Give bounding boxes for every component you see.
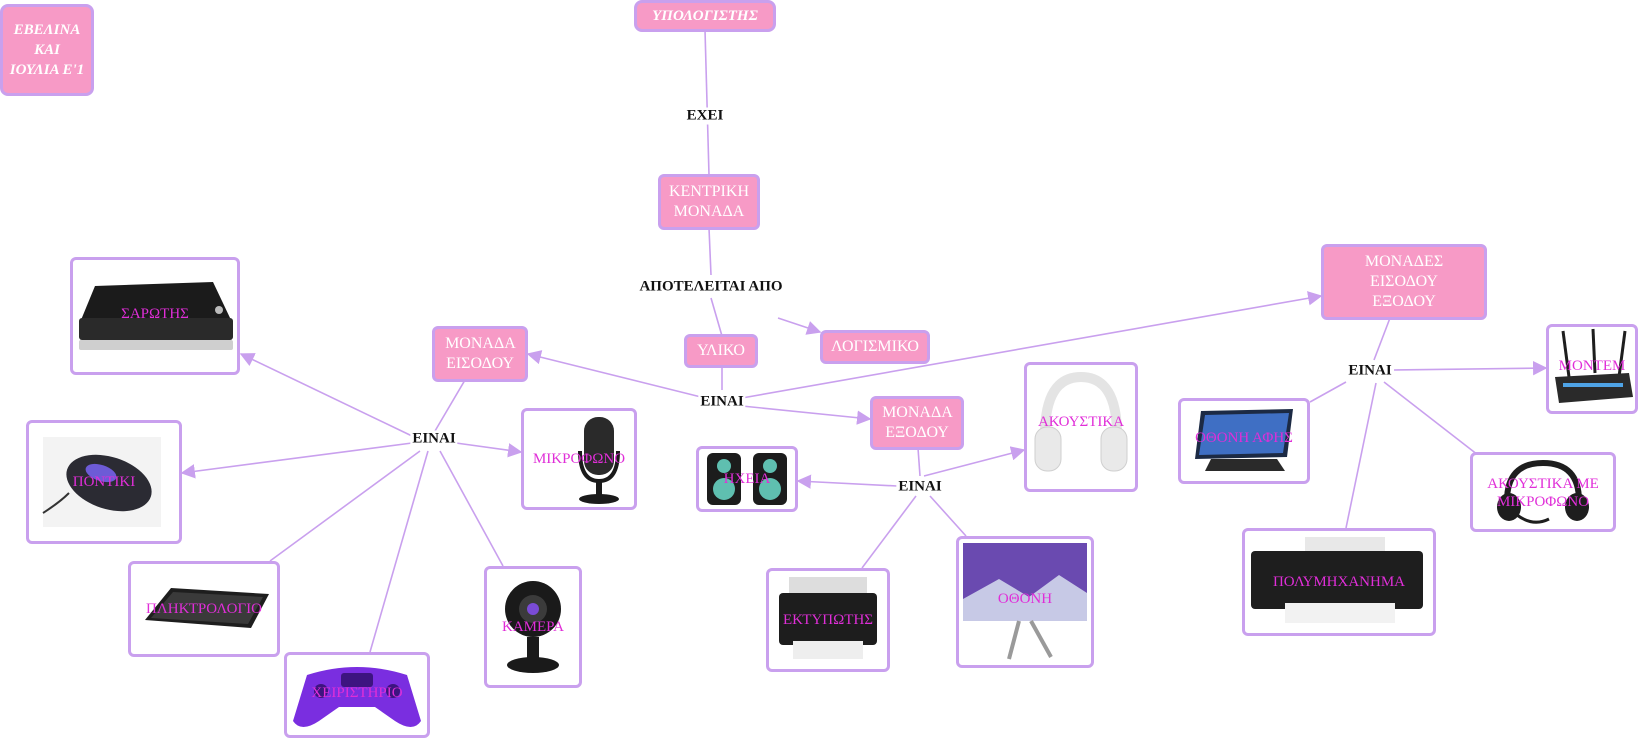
mouse-icon <box>42 437 161 527</box>
device-mouse: ΠΟΝΤΙΚΙ <box>26 420 182 544</box>
link-has: ΕΧΕΙ <box>684 107 726 125</box>
device-microphone: ΜΙΚΡΟΦΩΝΟ <box>521 408 637 510</box>
device-label: ΗΧΕΙΑ <box>723 471 771 487</box>
node-computer: ΥΠΟΛΟΓΙΣΤΗΣ <box>634 0 776 32</box>
touchscreen-icon <box>1195 409 1293 471</box>
microphone-icon <box>578 417 620 504</box>
device-label: ΠΛΗΚΤΡΟΛΟΓΙΟ <box>146 601 262 617</box>
link-consists-of: ΑΠΟΤΕΛΕΙΤΑΙ ΑΠΟ <box>637 278 785 296</box>
device-label: ΠΟΝΤΙΚΙ <box>72 474 136 490</box>
link-is-io: ΕΙΝΑΙ <box>1346 362 1394 380</box>
node-central-unit: ΚΕΝΤΡΙΚΗ ΜΟΝΑΔΑ <box>658 174 760 230</box>
headset-icon <box>1497 459 1589 524</box>
device-label: ΕΚΤΥΠΩΤΗΣ <box>782 612 874 628</box>
device-label: ΠΟΛΥΜΗΧΑΝΗΜΑ <box>1272 574 1406 590</box>
device-speakers: ΗΧΕΙΑ <box>696 446 798 512</box>
node-software: ΛΟΓΙΣΜΙΚΟ <box>820 330 930 364</box>
device-label: ΜΟΝΤΕΜ <box>1558 357 1626 374</box>
device-label: ΜΙΚΡΟΦΩΝΟ <box>532 451 626 467</box>
node-io-units: ΜΟΝΑΔΕΣ ΕΙΣΟΔΟΥ ΕΞΟΔΟΥ <box>1321 244 1487 320</box>
device-gamepad: ΧΕΙΡΙΣΤΗΡΙΟ <box>284 652 430 738</box>
device-label: ΟΘΟΝΗ ΑΦΗΣ <box>1195 429 1293 446</box>
link-is-input: ΕΙΝΑΙ <box>410 430 458 448</box>
device-headset: ΑΚΟΥΣΤΙΚΑ ΜΕ ΜΙΚΡΟΦΩΝΟ <box>1470 452 1616 532</box>
modem-icon <box>1555 328 1633 403</box>
device-monitor: ΟΘΟΝΗ <box>956 536 1094 668</box>
gamepad-icon <box>293 667 421 727</box>
device-label: ΚΑΜΕΡΑ <box>502 619 564 635</box>
scanner-icon <box>79 282 233 350</box>
device-modem: ΜΟΝΤΕΜ <box>1546 324 1638 414</box>
device-scanner: ΣΑΡΩΤΗΣ <box>70 257 240 375</box>
speakers-icon <box>707 453 787 505</box>
device-label: ΧΕΙΡΙΣΤΗΡΙΟ <box>311 685 403 702</box>
link-is-main: ΕΙΝΑΙ <box>698 393 746 411</box>
device-keyboard: ΠΛΗΚΤΡΟΛΟΓΙΟ <box>128 561 280 657</box>
device-camera: ΚΑΜΕΡΑ <box>484 566 582 688</box>
printer-icon <box>779 577 877 659</box>
node-output-unit: ΜΟΝΑΔΑ ΕΞΟΔΟΥ <box>870 396 964 450</box>
link-is-output: ΕΙΝΑΙ <box>896 478 944 496</box>
node-hardware: ΥΛΙΚΟ <box>684 334 758 368</box>
multifunction-icon <box>1251 537 1423 623</box>
device-multifunction: ΠΟΛΥΜΗΧΑΝΗΜΑ <box>1242 528 1436 636</box>
monitor-icon <box>963 543 1087 660</box>
node-input-unit: ΜΟΝΑΔΑ ΕΙΣΟΔΟΥ <box>432 326 528 382</box>
device-label: ΣΑΡΩΤΗΣ <box>121 305 189 322</box>
title-box: ΕΒΕΛΙΝΑ ΚΑΙ ΙΟΥΛΙΑ Ε'1 <box>0 4 94 96</box>
device-label: ΑΚΟΥΣΤΙΚΑ <box>1037 414 1125 431</box>
camera-icon <box>505 581 561 673</box>
device-printer: ΕΚΤΥΠΩΤΗΣ <box>766 568 890 672</box>
device-label: ΑΚΟΥΣΤΙΚΑ ΜΕ ΜΙΚΡΟΦΩΝΟ <box>1487 476 1599 511</box>
keyboard-icon <box>145 588 269 628</box>
device-touchscreen: ΟΘΟΝΗ ΑΦΗΣ <box>1178 398 1310 484</box>
headphones-icon <box>1034 371 1128 472</box>
device-headphones: ΑΚΟΥΣΤΙΚΑ <box>1024 362 1138 492</box>
device-label: ΟΘΟΝΗ <box>997 591 1053 608</box>
